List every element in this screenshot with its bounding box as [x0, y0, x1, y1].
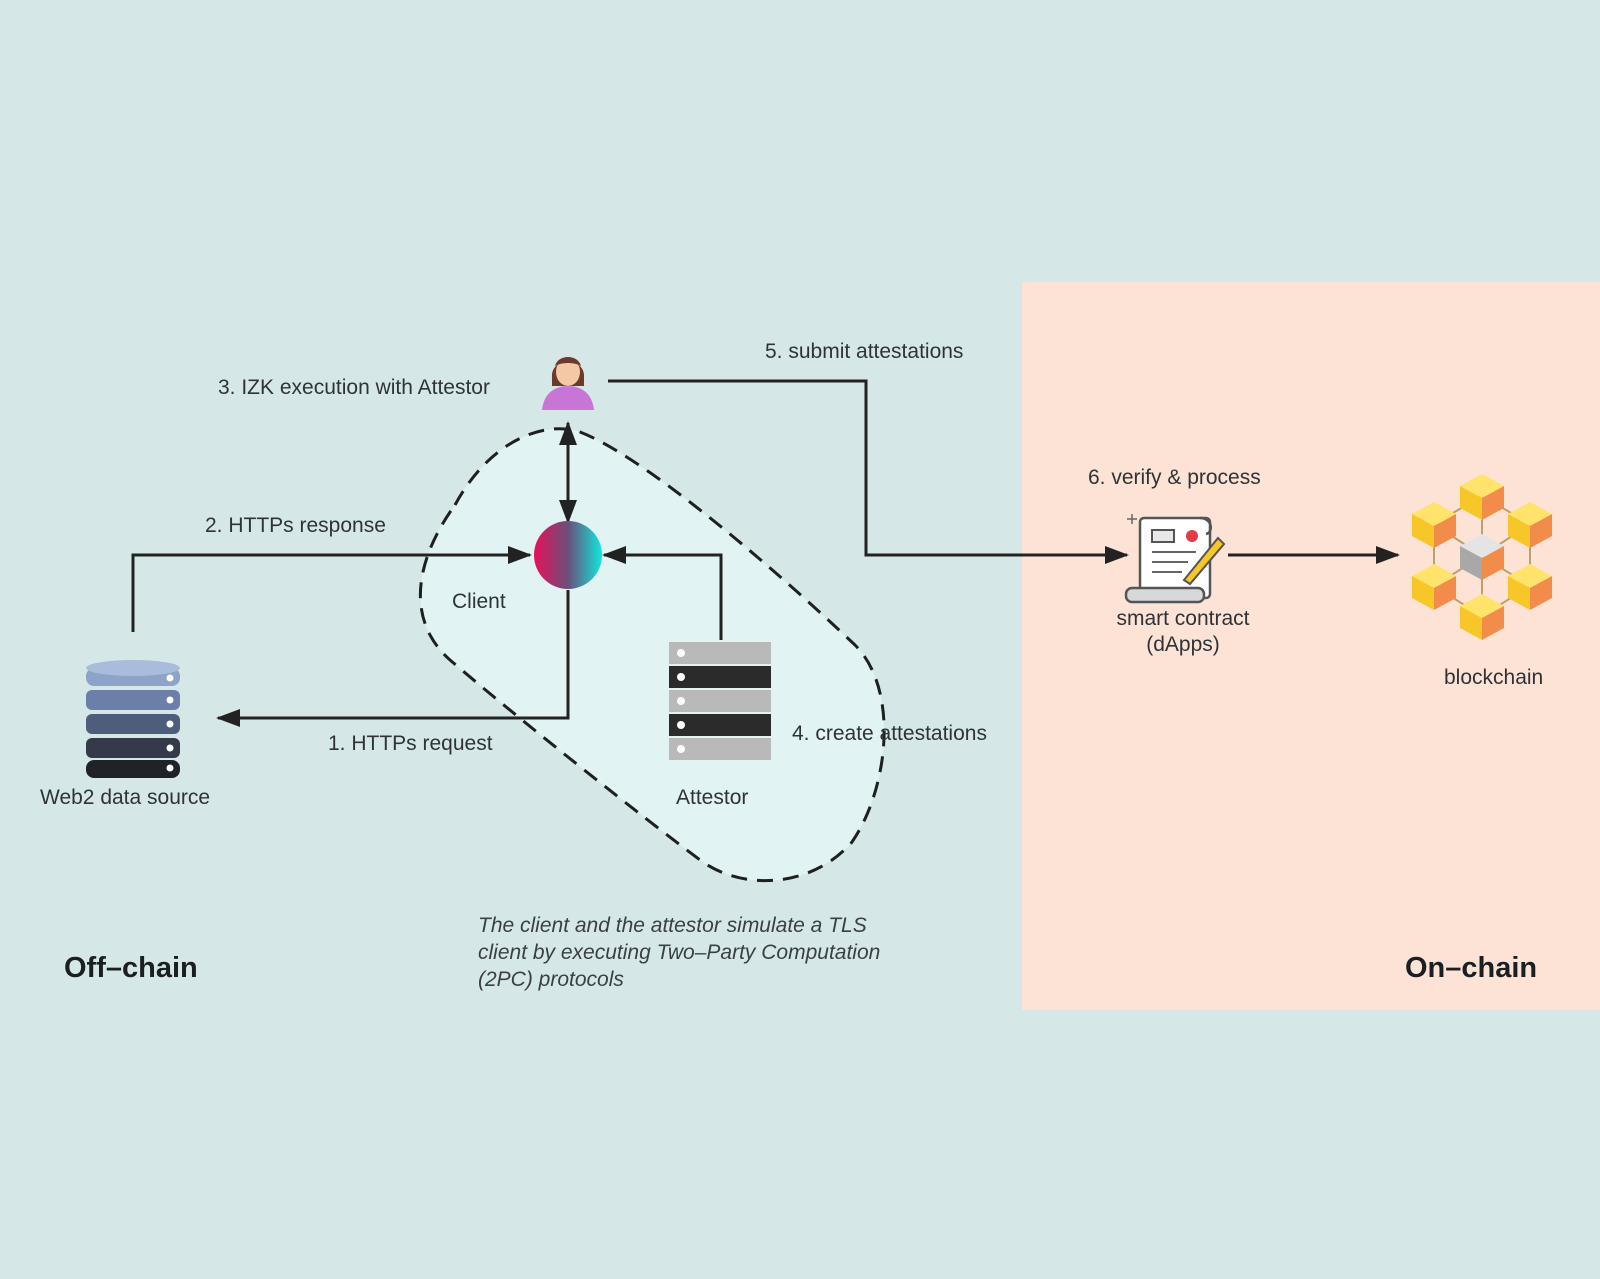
- step-2-label: 2. HTTPs response: [205, 514, 386, 537]
- step-6-label: 6. verify & process: [1088, 466, 1261, 489]
- step-4-label: 4. create attestations: [792, 722, 987, 745]
- contract-scroll-icon: [1124, 514, 1226, 604]
- attestor-label: Attestor: [676, 786, 749, 809]
- mpc-region: [418, 427, 886, 883]
- client-orb-icon[interactable]: [534, 521, 602, 589]
- smart-contract-label: smart contract (dApps): [1098, 606, 1268, 658]
- step-5-label: 5. submit attestations: [765, 340, 964, 363]
- mpc-note-line3: (2PC) protocols: [478, 968, 624, 991]
- arrow-https-request: [216, 590, 570, 727]
- arrow-submit-attestations: [608, 379, 1129, 564]
- on-chain-panel: [1022, 282, 1600, 1010]
- smart-contract-label-line2: (dApps): [1146, 633, 1220, 656]
- step-1-label: 1. HTTPs request: [328, 732, 493, 755]
- smart-contract-label-line1: smart contract: [1116, 607, 1250, 630]
- off-chain-title: Off–chain: [64, 952, 198, 984]
- client-label: Client: [452, 590, 506, 613]
- blockchain-cubes-icon: [1412, 474, 1552, 640]
- step-3-label: 3. IZK execution with Attestor: [218, 376, 490, 399]
- mpc-note-line1: The client and the attestor simulate a T…: [478, 914, 867, 937]
- server-icon: [669, 642, 771, 760]
- arrow-attestor-client: [602, 546, 723, 640]
- user-icon: [542, 357, 594, 410]
- on-chain-title: On–chain: [1405, 952, 1538, 984]
- blockchain-label: blockchain: [1444, 666, 1544, 689]
- database-icon: [86, 660, 180, 778]
- web2-label: Web2 data source: [40, 786, 211, 809]
- arrow-https-response: [131, 546, 532, 632]
- mpc-note: The client and the attestor simulate a T…: [478, 912, 880, 993]
- mpc-note-line2: client by executing Two–Party Computatio…: [478, 941, 881, 964]
